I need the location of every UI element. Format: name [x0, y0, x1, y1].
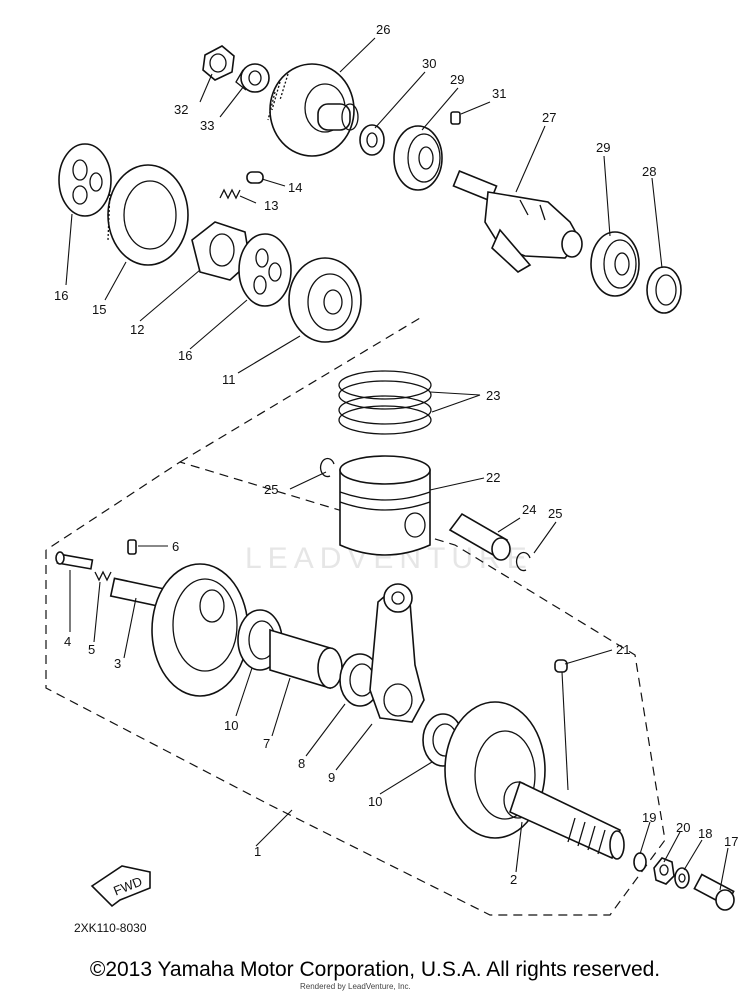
- part-label: 15: [92, 302, 106, 317]
- drawing-code: 2XK110-8030: [74, 921, 147, 935]
- part-27-balancer-shaft: [452, 170, 583, 273]
- part-29-bearing-top: [393, 125, 443, 191]
- part-label: 25: [264, 482, 278, 497]
- part-label: 32: [174, 102, 188, 117]
- part-28-oil-seal: [646, 266, 682, 314]
- part-label: 30: [422, 56, 436, 71]
- part-label: 6: [172, 539, 179, 554]
- part-3-crank-left: [109, 563, 249, 697]
- part-23-piston-rings: [338, 370, 432, 435]
- part-18-washer: [674, 867, 690, 889]
- part-label: 31: [492, 86, 506, 101]
- part-label: 17: [724, 834, 738, 849]
- part-label: 20: [676, 820, 690, 835]
- part-19-washer: [633, 852, 647, 872]
- part-13-spring: [219, 188, 241, 200]
- part-label: 28: [642, 164, 656, 179]
- part-label: 33: [200, 118, 214, 133]
- part-16-plate-mid: [238, 233, 292, 307]
- part-25-clip-right: [515, 551, 531, 572]
- part-label: 10: [224, 718, 238, 733]
- part-33-lock-washer: [235, 63, 270, 93]
- fwd-arrow-icon: FWD: [90, 865, 151, 908]
- part-26-gear: [267, 63, 359, 157]
- copyright-notice: ©2013 Yamaha Motor Corporation, U.S.A. A…: [89, 958, 661, 981]
- part-22-piston: [339, 455, 431, 556]
- part-label: 11: [222, 372, 236, 387]
- leader-lines: [65, 37, 729, 891]
- part-labels: 1 2 3 4 5 6 7 8 9 10 10 11 12 13 14 15 1…: [54, 22, 738, 887]
- part-label: 24: [522, 502, 536, 517]
- part-31-key: [450, 111, 461, 125]
- part-label: 10: [368, 794, 382, 809]
- part-29-bearing-right: [590, 231, 640, 297]
- part-21-key: [554, 659, 568, 673]
- part-label: 9: [328, 770, 335, 785]
- part-6-pin: [127, 539, 137, 555]
- part-2-crank-right: [444, 701, 625, 860]
- part-label: 25: [548, 506, 562, 521]
- rendered-by-note: Rendered by LeadVenture, Inc.: [300, 982, 411, 991]
- part-label: 13: [264, 198, 278, 213]
- part-label: 16: [178, 348, 192, 363]
- part-17-bolt: [693, 873, 735, 911]
- part-label: 3: [114, 656, 121, 671]
- part-20-nut: [653, 857, 675, 885]
- part-5-spring: [94, 570, 112, 582]
- part-label: 22: [486, 470, 500, 485]
- part-label: 1: [254, 844, 261, 859]
- part-25-clip-left: [319, 457, 335, 478]
- part-label: 12: [130, 322, 144, 337]
- part-label: 21: [616, 642, 630, 657]
- part-label: 29: [596, 140, 610, 155]
- part-label: 16: [54, 288, 68, 303]
- part-16-plate-top: [58, 143, 112, 217]
- frame-link-line: [179, 317, 421, 463]
- part-label: 5: [88, 642, 95, 657]
- part-label: 7: [263, 736, 270, 751]
- part-label: 14: [288, 180, 302, 195]
- part-label: 29: [450, 72, 464, 87]
- part-11-bearing: [288, 257, 362, 343]
- part-9-connecting-rod: [369, 583, 425, 723]
- part-label: 27: [542, 110, 556, 125]
- part-label: 8: [298, 756, 305, 771]
- part-label: 23: [486, 388, 500, 403]
- part-24-piston-pin: [448, 512, 511, 561]
- part-14-pin: [246, 171, 264, 184]
- part-30-washer: [359, 124, 385, 156]
- part-4-pin: [55, 551, 94, 570]
- part-15-primary-gear: [107, 164, 189, 266]
- part-label: 18: [698, 826, 712, 841]
- part-label: 19: [642, 810, 656, 825]
- part-32-nut: [202, 45, 235, 81]
- part-label: 4: [64, 634, 71, 649]
- part-label: 2: [510, 872, 517, 887]
- part-label: 26: [376, 22, 390, 37]
- part-7-crank-pin: [269, 628, 343, 690]
